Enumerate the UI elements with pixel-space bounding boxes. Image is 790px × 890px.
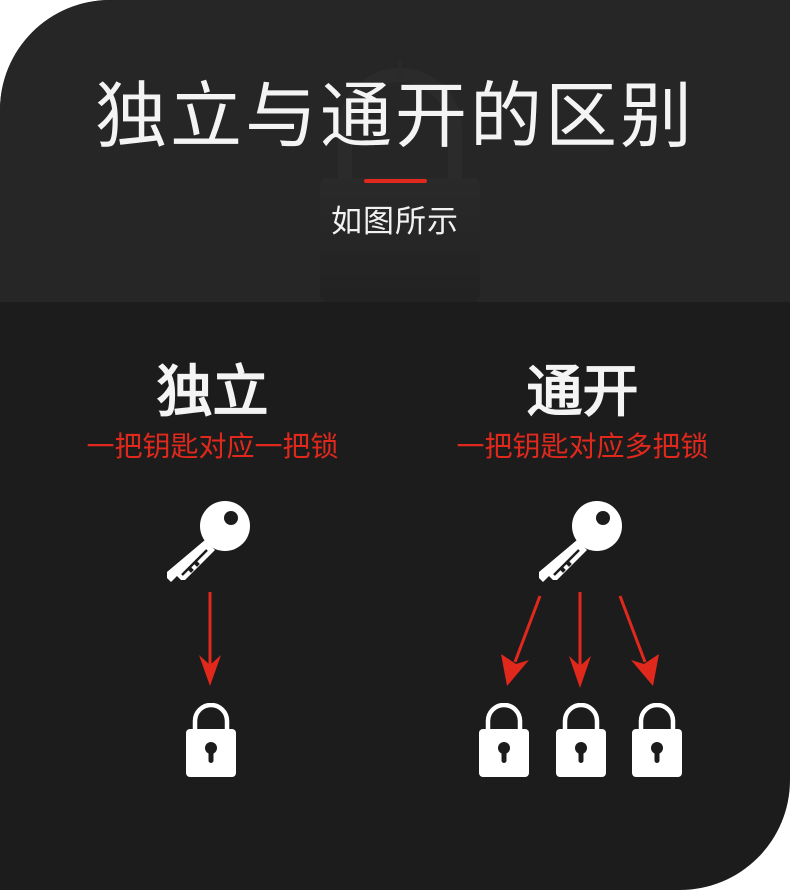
padlock-icon [186, 703, 236, 777]
page-title: 独立与通开的区别 [94, 74, 695, 158]
padlock-icon [479, 703, 529, 777]
master-key-column: 通开 一把钥匙对应多把锁 [385, 350, 780, 890]
arrows-to-locks-icon [501, 592, 659, 688]
key-icon [539, 501, 622, 582]
title-underline-divider [364, 179, 427, 183]
master-key-title: 通开 [526, 360, 639, 425]
background-padlock-photo [320, 60, 480, 302]
independent-column: 独立 一把钥匙对应一把锁 [15, 350, 410, 890]
padlock-icon [632, 703, 682, 777]
page-subtitle: 如图所示 [331, 204, 459, 240]
master-key-description: 一把钥匙对应多把锁 [456, 430, 709, 463]
hero-banner: 独立与通开的区别 如图所示 [0, 0, 790, 302]
down-arrow-icon [199, 592, 221, 686]
padlock-icon [556, 703, 606, 777]
independent-title: 独立 [156, 360, 269, 425]
independent-description: 一把钥匙对应一把锁 [86, 430, 339, 463]
key-icon [167, 501, 250, 582]
